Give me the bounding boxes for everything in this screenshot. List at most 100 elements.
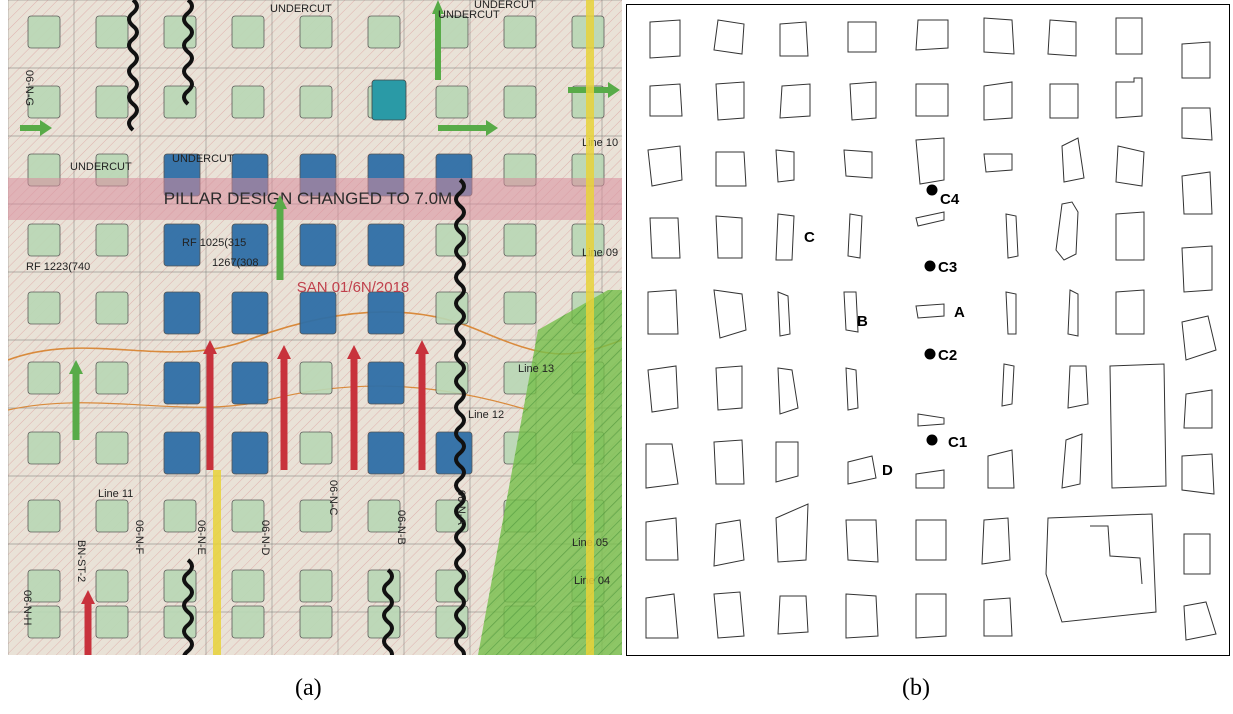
green-pillar bbox=[231, 85, 265, 119]
label-pillar-c: C bbox=[804, 229, 815, 246]
pillar-outline bbox=[1055, 201, 1079, 261]
map-label: UNDERCUT bbox=[70, 161, 132, 173]
diagram-pillars bbox=[645, 17, 1217, 641]
pillar-outline bbox=[713, 439, 745, 485]
pillar-outline bbox=[1115, 211, 1145, 261]
blue-pillar bbox=[231, 361, 269, 405]
green-pillar bbox=[435, 499, 469, 533]
blue-pillar bbox=[163, 431, 201, 475]
green-pillar bbox=[231, 15, 265, 49]
green-pillar bbox=[27, 605, 61, 639]
banner-band bbox=[8, 178, 622, 220]
map-label: UNDERCUT bbox=[270, 3, 332, 15]
map-label: 06-N-C bbox=[327, 480, 339, 516]
green-pillar bbox=[299, 15, 333, 49]
pillar-outline bbox=[645, 443, 679, 489]
pillar-outline bbox=[779, 83, 811, 119]
direction-arrow bbox=[415, 340, 429, 470]
map-label: RF 1025(315 bbox=[182, 237, 246, 249]
green-pillar bbox=[27, 85, 61, 119]
squiggle-mark bbox=[182, 0, 194, 106]
map-label: 06-N-B bbox=[395, 510, 407, 545]
pillar-outline bbox=[649, 19, 681, 59]
pillar-outline bbox=[713, 289, 747, 339]
pillar-outline bbox=[775, 503, 809, 563]
pillar-outline bbox=[917, 413, 945, 427]
pillar-outline bbox=[845, 367, 859, 411]
green-pillar bbox=[95, 499, 129, 533]
pillar-outline bbox=[849, 81, 877, 121]
map-label: 06-N-D bbox=[259, 520, 271, 556]
pillar-outline bbox=[1115, 17, 1143, 55]
stamp-text: SAN 01/6N/2018 bbox=[297, 279, 410, 296]
green-pillar bbox=[95, 431, 129, 465]
pillar-outline bbox=[647, 365, 679, 413]
green-pillar bbox=[435, 291, 469, 325]
pillar-outline bbox=[777, 291, 791, 337]
pillar-outline bbox=[1183, 601, 1217, 641]
blue-pillar bbox=[367, 361, 405, 405]
direction-arrow bbox=[432, 0, 444, 80]
map-label: 06-N-A bbox=[455, 490, 467, 526]
caption-b: (b) bbox=[902, 675, 930, 701]
diagram-border bbox=[626, 4, 1230, 656]
green-pillar bbox=[95, 291, 129, 325]
point-c1 bbox=[926, 434, 938, 446]
pillar-outline bbox=[915, 469, 945, 489]
direction-arrow bbox=[69, 360, 83, 440]
blue-pillar bbox=[163, 223, 201, 267]
pillar-outline bbox=[1045, 513, 1157, 623]
pillar-outline bbox=[845, 519, 879, 563]
map-label: 06-N-G bbox=[23, 70, 35, 106]
point-c3 bbox=[924, 260, 936, 272]
green-pillar bbox=[231, 569, 265, 603]
pillar-outline bbox=[779, 21, 809, 57]
pillar-outline bbox=[649, 83, 683, 117]
blue-pillar bbox=[435, 431, 473, 475]
pillar-outline bbox=[847, 21, 877, 53]
green-pillar bbox=[503, 15, 537, 49]
direction-arrow bbox=[438, 120, 498, 136]
point-c2 bbox=[924, 348, 936, 360]
green-pillar bbox=[503, 291, 537, 325]
pillar-outline bbox=[1181, 41, 1211, 79]
pillar-outline bbox=[843, 291, 859, 333]
pillar-outline bbox=[647, 145, 683, 187]
green-pillar bbox=[95, 361, 129, 395]
pillar-outline bbox=[777, 367, 799, 415]
pillar-outline bbox=[915, 83, 949, 117]
green-pillar bbox=[299, 605, 333, 639]
map-label: 1267(308 bbox=[212, 257, 259, 269]
blue-pillar bbox=[163, 291, 201, 335]
green-pillar bbox=[27, 569, 61, 603]
green-pillar bbox=[367, 15, 401, 49]
pillar-outline bbox=[645, 593, 679, 639]
squiggle-mark bbox=[127, 0, 139, 132]
pillar-outline bbox=[987, 449, 1015, 489]
green-pillar bbox=[503, 223, 537, 257]
pillar-outline bbox=[915, 137, 945, 185]
pillar-outline bbox=[715, 81, 745, 121]
green-pillar bbox=[367, 499, 401, 533]
pillar-outline bbox=[981, 517, 1011, 565]
pillar-outline bbox=[713, 591, 745, 639]
green-pillar bbox=[95, 15, 129, 49]
pillar-outline bbox=[843, 149, 873, 179]
green-pillar bbox=[299, 85, 333, 119]
green-pillar bbox=[231, 605, 265, 639]
pillar-outline bbox=[1181, 315, 1217, 361]
pillar-outline bbox=[649, 217, 681, 259]
pillar-outline bbox=[845, 593, 879, 639]
green-pillar bbox=[95, 223, 129, 257]
blue-pillar bbox=[367, 291, 405, 335]
green-pillar bbox=[95, 85, 129, 119]
label-c2: C2 bbox=[938, 347, 957, 364]
map-label: 06-N-E bbox=[195, 520, 207, 555]
pillar-outline bbox=[847, 213, 863, 259]
squiggle-mark bbox=[182, 558, 194, 655]
map-label: 06-N-F bbox=[133, 520, 145, 555]
green-pillar bbox=[163, 85, 197, 119]
blue-pillar bbox=[299, 291, 337, 335]
green-pillar bbox=[27, 291, 61, 325]
label-pillar-d: D bbox=[882, 462, 893, 479]
